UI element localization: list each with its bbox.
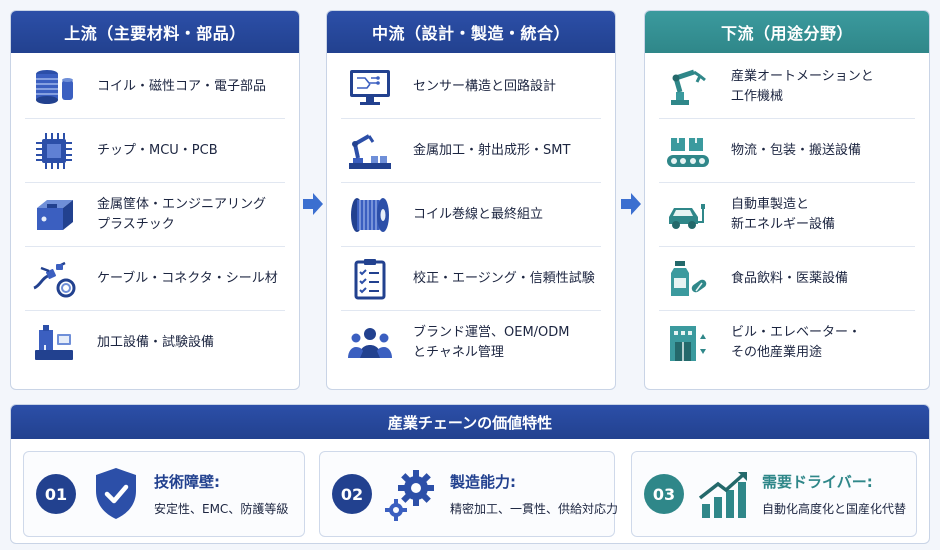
medicine-icon: [659, 255, 717, 303]
feature-number: 02: [332, 474, 372, 514]
feature-number: 01: [36, 474, 76, 514]
item-label-2: その他産業用途: [731, 345, 823, 360]
upstream-title: 上流（主要材料・部品）: [11, 11, 299, 53]
list-item: 金属加工・射出成形・SMT: [341, 119, 601, 183]
item-label: 金属筐体・エンジニアリング: [97, 196, 267, 212]
feature-card: 01 技術障壁: 安定性、EMC、防護等級: [23, 451, 305, 537]
electric-car-icon: [659, 191, 717, 239]
item-label: チップ・MCU・PCB: [97, 142, 218, 158]
item-label: 物流・包装・搬送設備: [731, 142, 862, 158]
growth-chart-icon: [698, 472, 747, 518]
list-item: コイル巻線と最終組立: [341, 183, 601, 247]
item-label: 金属加工・射出成形・SMT: [413, 142, 571, 158]
chip-icon: [25, 127, 83, 175]
list-item: 食品飲料・医薬設備: [659, 247, 915, 311]
cable-connector-icon: [25, 255, 83, 303]
list-item: ブランド運営、OEM/ODM とチャネル管理: [341, 311, 601, 375]
midstream-column: 中流（設計・製造・統合） センサー構造と回路設計 金属加工・射出成形・SMT コ…: [326, 10, 616, 390]
list-item: 自動車製造と新エネルギー設備: [659, 183, 915, 247]
item-label: ブランド運営、OEM/ODM: [413, 325, 570, 340]
feature-title: 製造能力:: [450, 473, 516, 491]
downstream-title: 下流（用途分野）: [645, 11, 929, 53]
shield-check-icon: [96, 468, 136, 519]
list-item: 校正・エージング・信頼性試験: [341, 247, 601, 311]
checklist-icon: [341, 255, 399, 303]
list-item: 産業オートメーションと工作機械: [659, 55, 915, 119]
features-title: 産業チェーンの価値特性: [11, 405, 929, 439]
midstream-title: 中流（設計・製造・統合）: [327, 11, 615, 53]
item-label-2: 新エネルギー設備: [731, 216, 836, 232]
item-label: 校正・エージング・信頼性試験: [413, 270, 595, 286]
list-item: センサー構造と回路設計: [341, 55, 601, 119]
gears-icon: [385, 470, 434, 521]
list-item: 金属筐体・エンジニアリングプラスチック: [25, 183, 285, 247]
item-label: ケーブル・コネクタ・シール材: [97, 270, 278, 286]
metal-housing-icon: [25, 191, 83, 239]
item-label: コイル巻線と最終組立: [413, 206, 544, 222]
item-label-2: とチャネル管理: [413, 345, 504, 360]
feature-desc: 精密加工、一貫性、供給対応力: [450, 502, 619, 516]
item-label: ビル・エレベーター・: [731, 325, 862, 340]
item-label-2: プラスチック: [97, 216, 175, 232]
upstream-column: 上流（主要材料・部品） コイル・磁性コア・電子部品 チップ・MCU・PCB 金属…: [10, 10, 300, 390]
feature-title: 技術障壁:: [154, 473, 220, 491]
monitor-circuit-icon: [341, 63, 399, 111]
item-label: 食品飲料・医薬設備: [731, 270, 849, 286]
item-label-2: 工作機械: [731, 88, 784, 104]
industrial-robot-icon: [659, 63, 717, 111]
feature-card: 03 需要ドライバー: 自動化高度化と国産化代替: [631, 451, 917, 537]
coil-icon: [25, 63, 83, 111]
feature-desc: 安定性、EMC、防護等級: [154, 502, 289, 516]
item-label: 加工設備・試験設備: [97, 335, 215, 350]
feature-number: 03: [644, 474, 684, 514]
feature-title: 需要ドライバー:: [762, 473, 873, 491]
value-features-panel: 産業チェーンの価値特性 01 技術障壁: 安定性、EMC、防護等級 02: [10, 404, 930, 544]
item-label: 産業オートメーションと: [731, 68, 874, 84]
elevator-building-icon: [659, 319, 717, 367]
list-item: 物流・包装・搬送設備: [659, 119, 915, 183]
list-item: コイル・磁性コア・電子部品: [25, 55, 285, 119]
robot-arm-icon: [341, 127, 399, 175]
item-label: コイル・磁性コア・電子部品: [97, 78, 267, 94]
item-label: センサー構造と回路設計: [413, 78, 557, 94]
conveyor-icon: [659, 127, 717, 175]
list-item: チップ・MCU・PCB: [25, 119, 285, 183]
people-icon: [341, 319, 399, 367]
arrow-right-icon: [303, 193, 323, 215]
list-item: 加工設備・試験設備: [25, 311, 285, 375]
feature-desc: 自動化高度化と国産化代替: [762, 502, 907, 516]
feature-card: 02 製造能力: 精密加工、一貫性、供給対応力: [319, 451, 619, 537]
machine-tool-icon: [25, 319, 83, 367]
arrow-right-icon: [621, 193, 641, 215]
item-label: 自動車製造と: [731, 196, 810, 212]
list-item: ケーブル・コネクタ・シール材: [25, 247, 285, 311]
list-item: ビル・エレベーター・その他産業用途: [659, 311, 915, 375]
downstream-column: 下流（用途分野） 産業オートメーションと工作機械 物流・包装・搬送設備 自動車製…: [644, 10, 930, 390]
wire-spool-icon: [341, 191, 399, 239]
